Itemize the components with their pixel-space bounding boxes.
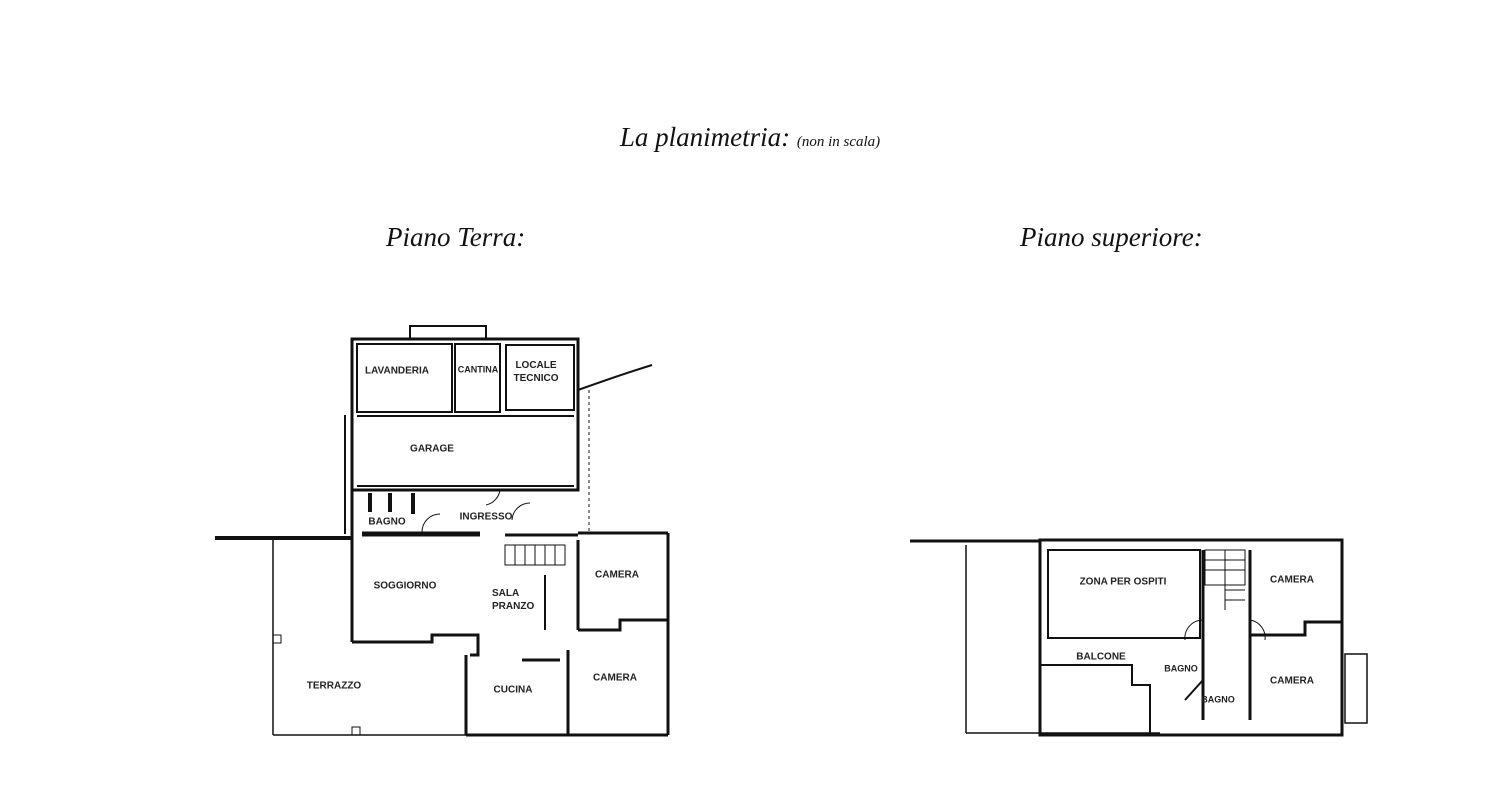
room-label-garage: GARAGE: [410, 443, 454, 455]
ground-floor-heading: Piano Terra:: [386, 222, 526, 252]
room-label-lavanderia: LAVANDERIA: [364, 365, 430, 377]
title-note: (non in scala): [796, 134, 881, 150]
upper-floor-heading: Piano superiore:: [1020, 222, 1203, 252]
room-label-locale-tecnico: LOCALE TECNICO: [513, 360, 559, 384]
room-label-soggiorno: SOGGIORNO: [373, 580, 437, 592]
room-label-cantina: CANTINA: [457, 364, 499, 375]
room-label-camera-2: CAMERA: [593, 672, 637, 684]
room-label-camera-1: CAMERA: [1270, 574, 1314, 586]
room-label-terrazzo: TERRAZZO: [306, 680, 362, 692]
ground-floor-plan: [215, 325, 670, 737]
room-label-zona-per-ospiti: ZONA PER OSPITI: [1079, 576, 1167, 588]
room-label-cucina: CUCINA: [493, 684, 533, 696]
room-label-camera-1: CAMERA: [595, 569, 639, 581]
room-label-camera-2: CAMERA: [1270, 675, 1314, 687]
room-label-ingresso: INGRESSO: [459, 511, 513, 523]
room-label-bagno-2: BAGNO: [1201, 694, 1235, 705]
room-label-sala-pranzo: SALA PRANZO: [492, 588, 535, 612]
upper-floor-plan: [910, 538, 1368, 737]
page-title: La planimetria: (non in scala): [0, 122, 1500, 153]
room-label-bagno-1: BAGNO: [1164, 663, 1198, 674]
room-label-bagno: BAGNO: [368, 516, 406, 528]
title-text: La planimetria:: [619, 122, 791, 152]
room-label-balcone: BALCONE: [1076, 651, 1126, 663]
